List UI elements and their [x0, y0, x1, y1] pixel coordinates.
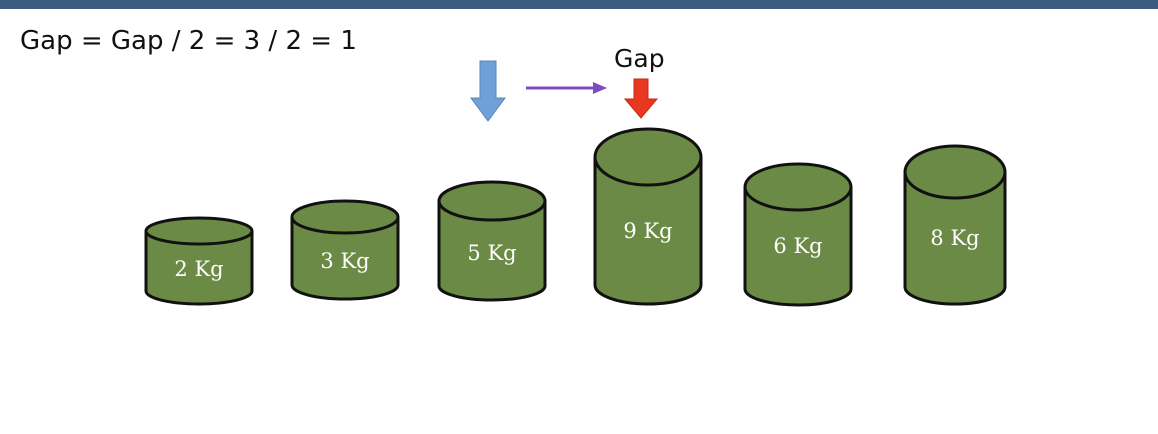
move-arrow-icon — [593, 82, 607, 94]
weight-cylinder: 9 Kg — [593, 127, 703, 306]
weight-cylinder: 8 Kg — [903, 144, 1007, 306]
weight-label: 5 Kg — [467, 241, 516, 265]
current-position-arrow-icon — [470, 60, 506, 122]
weight-cylinder: 6 Kg — [743, 162, 853, 307]
weight-label: 6 Kg — [773, 234, 822, 258]
gap-label: Gap — [614, 44, 665, 73]
weight-label: 9 Kg — [623, 219, 672, 243]
gap-formula: Gap = Gap / 2 = 3 / 2 = 1 — [20, 26, 357, 56]
weight-cylinder: 5 Kg — [437, 180, 547, 302]
weight-label: 2 Kg — [174, 257, 223, 281]
weight-cylinder: 2 Kg — [144, 216, 254, 306]
weight-label: 8 Kg — [930, 226, 979, 250]
top-bar — [0, 0, 1158, 9]
gap-position-arrow-icon — [623, 78, 659, 119]
weight-label: 3 Kg — [320, 249, 369, 273]
weight-cylinder: 3 Kg — [290, 199, 400, 301]
